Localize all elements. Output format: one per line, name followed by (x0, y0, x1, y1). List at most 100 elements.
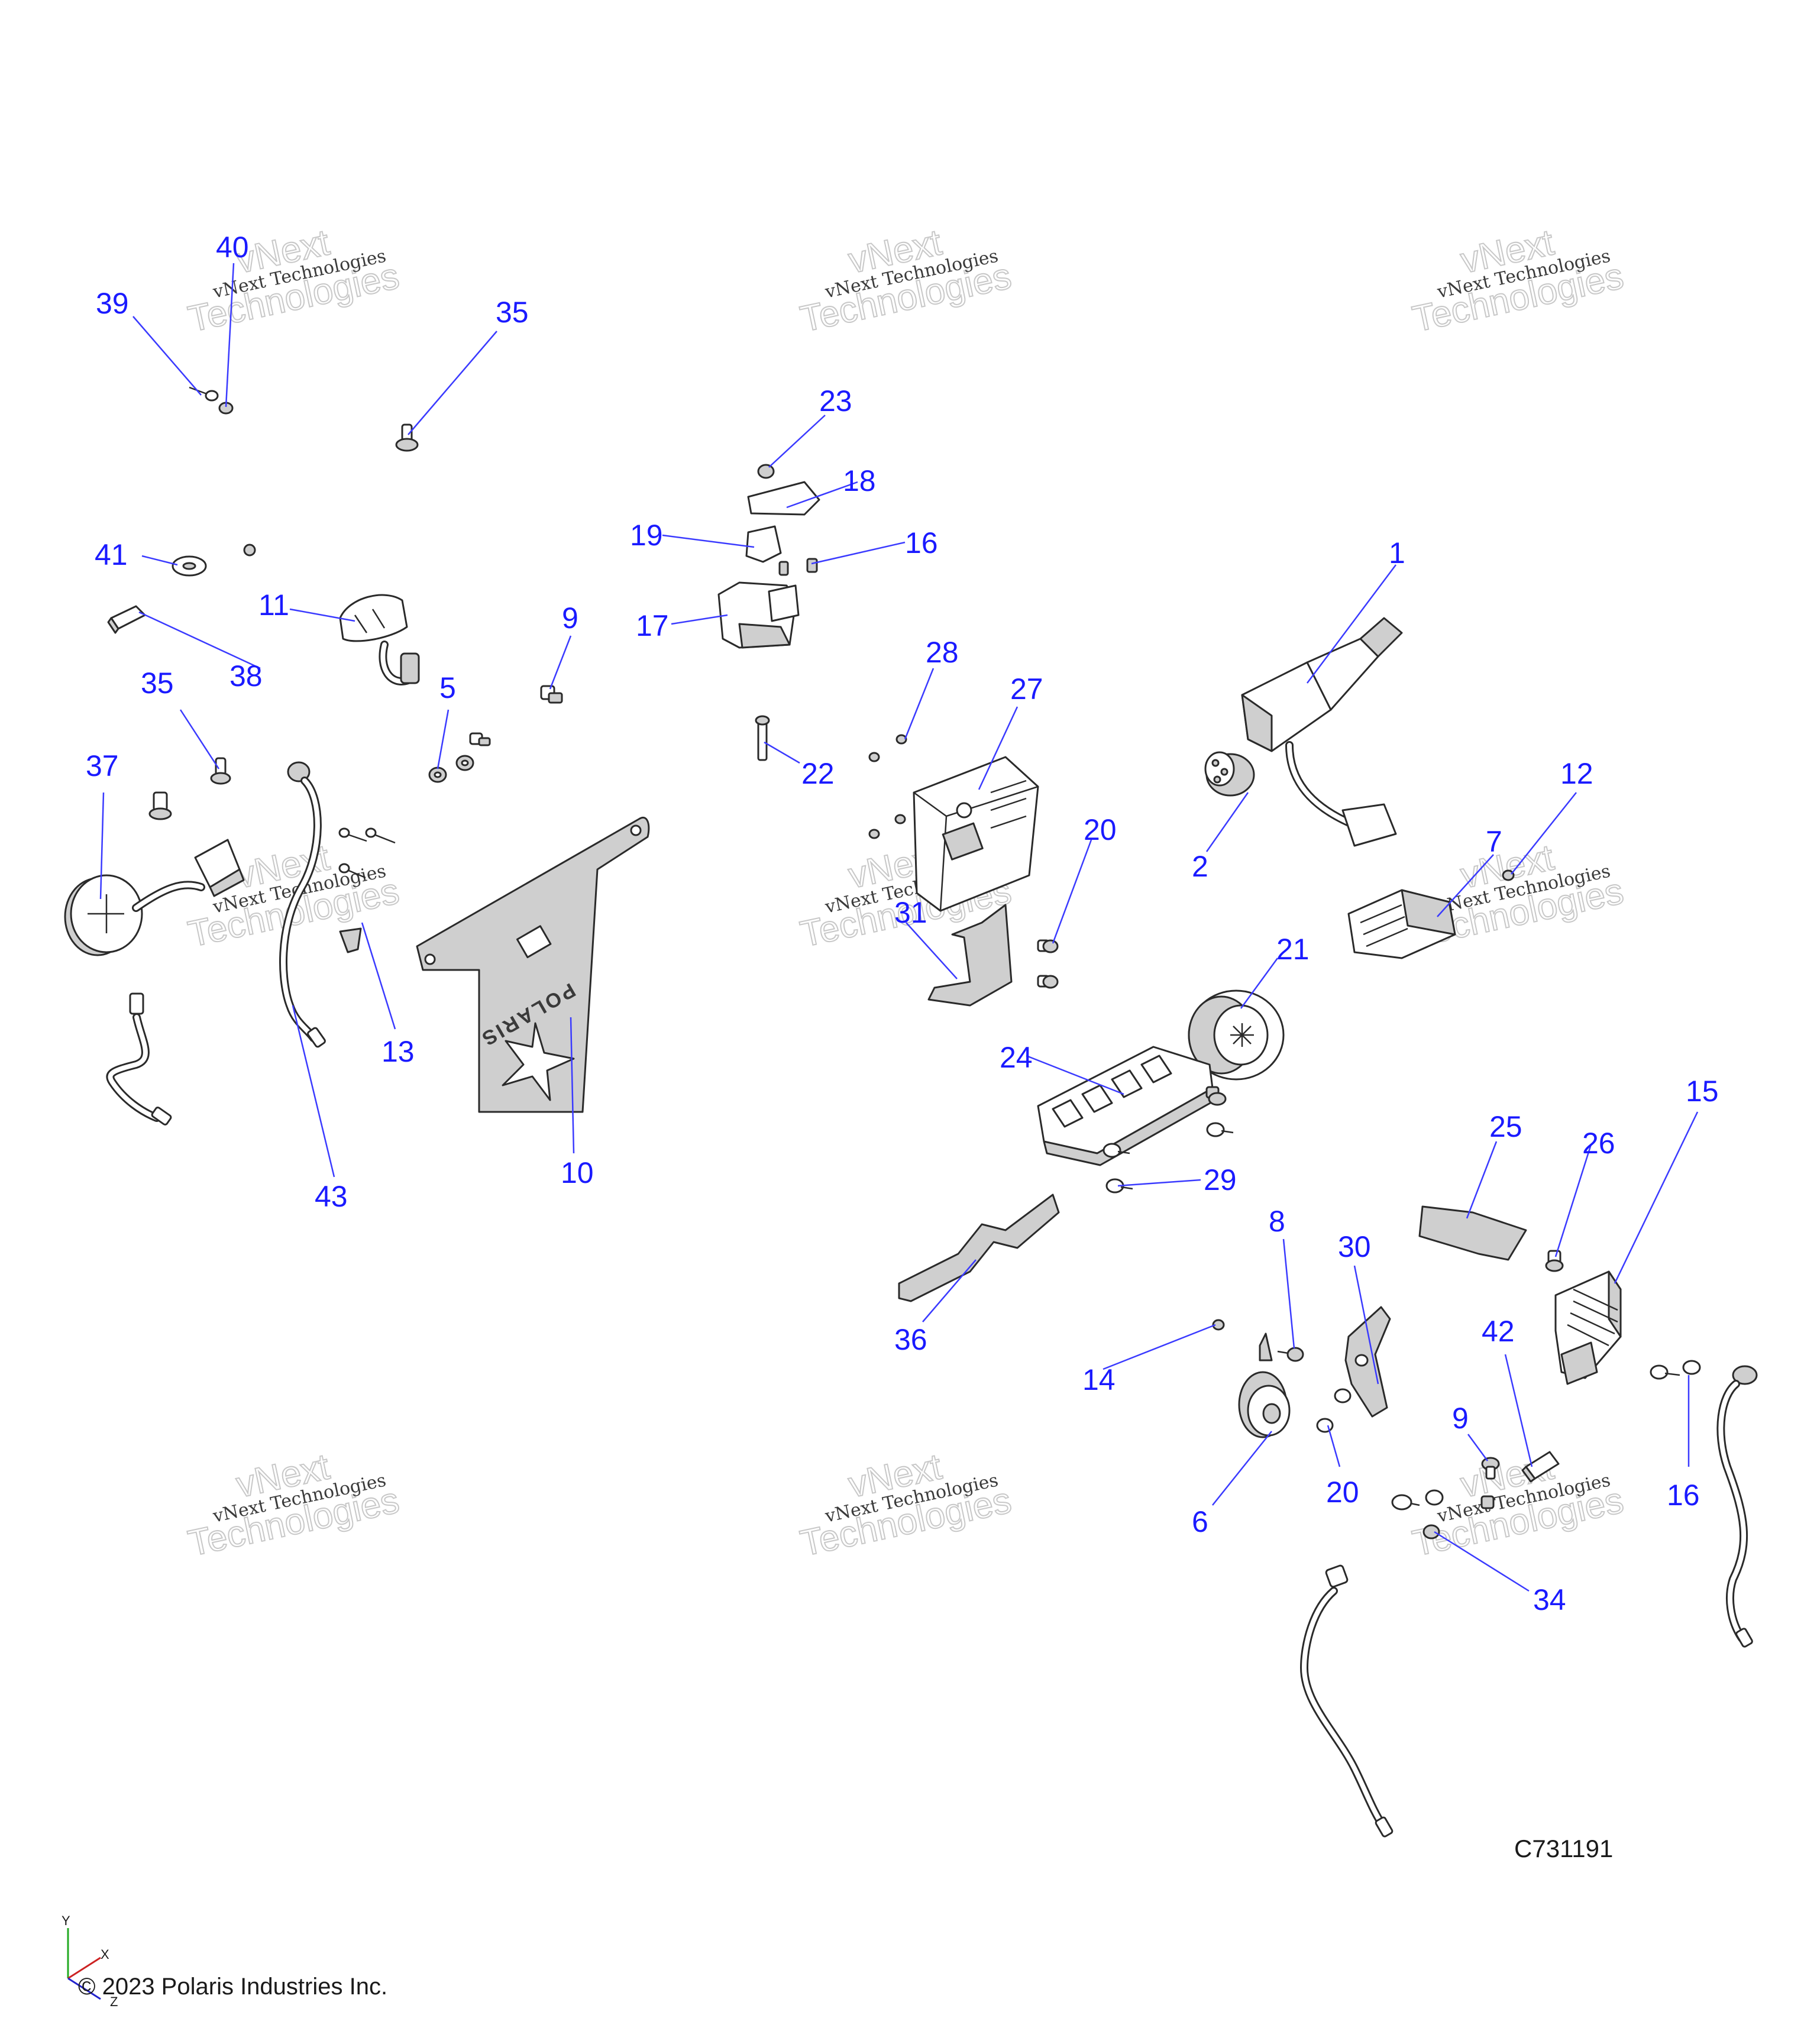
screws-28-icon (868, 734, 907, 839)
connector-38-icon (107, 605, 146, 634)
grommet-2-icon (1204, 751, 1255, 797)
callout-43: 43 (315, 1180, 348, 1213)
bolt-8-icon (1277, 1347, 1304, 1362)
clip-12-icon (1502, 869, 1515, 881)
callout-16-top: 16 (905, 526, 938, 559)
callout-14: 14 (1082, 1363, 1116, 1396)
callout-20-mid: 20 (1084, 813, 1117, 846)
callout-20-low: 20 (1326, 1476, 1359, 1509)
fasteners-low-icon (1391, 1489, 1495, 1540)
callout-11: 11 (258, 588, 289, 622)
copyright-text: © 2023 Polaris Industries Inc. (78, 1974, 387, 2000)
clip-icon (339, 927, 362, 953)
callout-26: 26 (1582, 1127, 1615, 1160)
sensor-wire-left-icon (106, 992, 172, 1126)
callout-5: 5 (439, 671, 456, 704)
watermarks: vNext Technologies vNext Technologies vN… (184, 221, 1627, 1564)
callout-2: 2 (1192, 850, 1208, 883)
bracket-36-icon (898, 1194, 1060, 1302)
callout-9-low: 9 (1452, 1402, 1469, 1435)
callout-18: 18 (843, 464, 876, 497)
callout-19: 19 (630, 519, 663, 552)
parts: POLARIS (64, 386, 1758, 1838)
callout-31: 31 (894, 896, 927, 929)
bolt-22-icon (755, 715, 770, 761)
bolt-26-icon (1545, 1250, 1564, 1272)
callout-41: 41 (95, 538, 128, 571)
callout-21: 21 (1276, 933, 1310, 966)
callout-34: 34 (1533, 1583, 1566, 1616)
connector-7-icon (1347, 889, 1456, 959)
relay-rail-24-icon (1037, 1046, 1227, 1166)
callout-10: 10 (561, 1156, 594, 1189)
cover-11-icon (339, 594, 420, 685)
callout-36: 36 (894, 1323, 927, 1356)
callout-28: 28 (926, 636, 959, 669)
callout-37: 37 (86, 749, 119, 782)
callout-9-top: 9 (562, 601, 578, 635)
horn-6-icon (1238, 1333, 1291, 1438)
callout-12: 12 (1560, 757, 1593, 790)
bracket-30-icon (1344, 1306, 1391, 1418)
fasteners-5-icon (428, 732, 491, 783)
axis-z-label: Z (110, 1994, 118, 2009)
leader-lines (99, 263, 1699, 1592)
watermark: vNext Technologies vNext Technologies (1408, 221, 1627, 340)
horn-21-icon (1188, 989, 1285, 1081)
bracket-25-icon (1418, 1205, 1527, 1261)
callout-15: 15 (1686, 1075, 1719, 1108)
axis-y-label: Y (62, 1913, 70, 1928)
bolts-16-right-icon (1650, 1360, 1701, 1380)
bolts-20-mid-icon (1037, 939, 1059, 989)
callout-24: 24 (1000, 1041, 1033, 1074)
axis-x-label: X (101, 1947, 109, 1962)
callouts: 1 2 5 6 7 8 9 9 10 11 12 13 14 15 16 16 … (86, 231, 1719, 1616)
bracket-31-icon (927, 904, 1013, 1007)
speaker-37-icon (64, 791, 245, 956)
callout-25: 25 (1489, 1110, 1522, 1143)
regulator-15-icon (1554, 1270, 1622, 1385)
sensor-wire-bottom-icon (1299, 1564, 1394, 1838)
callout-8: 8 (1269, 1205, 1285, 1238)
callout-16-right: 16 (1667, 1479, 1700, 1512)
callout-38: 38 (229, 659, 263, 693)
callout-22: 22 (801, 757, 835, 790)
bolt-35-top-icon (395, 423, 419, 452)
washer-41-icon (172, 555, 207, 577)
clip-14-icon (1212, 1319, 1225, 1331)
watermark: vNext Technologies vNext Technologies (184, 221, 403, 340)
callout-1: 1 (1389, 536, 1405, 570)
polaris-plate-10-icon: POLARIS (416, 817, 650, 1113)
callout-30: 30 (1338, 1230, 1371, 1263)
callout-23: 23 (819, 384, 852, 418)
relay-assembly-icon (717, 464, 820, 649)
bolts-20-low-icon (1316, 1388, 1352, 1433)
callout-27: 27 (1010, 672, 1043, 706)
bolt-9-low-icon (1481, 1457, 1500, 1480)
watermark: vNext Technologies vNext Technologies (796, 1445, 1015, 1564)
callout-39: 39 (96, 287, 129, 320)
callout-42: 42 (1482, 1315, 1515, 1348)
callout-29: 29 (1204, 1163, 1237, 1196)
diagram-code: C731191 (1514, 1835, 1613, 1862)
callout-40: 40 (216, 231, 249, 264)
sensor-wire-right-icon (1716, 1365, 1758, 1648)
callout-7: 7 (1486, 825, 1502, 858)
callout-35-left: 35 (141, 667, 174, 700)
screw-39-icon (189, 386, 219, 402)
nut-small-icon (243, 544, 256, 557)
screws-13-icon (338, 827, 396, 879)
switch-1-icon (1241, 617, 1403, 847)
bolt-9-top-icon (540, 685, 563, 704)
ecu-27-icon (913, 756, 1039, 912)
connector-42-icon (1521, 1451, 1560, 1483)
callout-35-top: 35 (496, 296, 529, 329)
axis-triad-icon: Y X Z (62, 1913, 118, 2009)
callout-6: 6 (1192, 1505, 1208, 1538)
watermark: vNext Technologies vNext Technologies (796, 221, 1015, 340)
callout-13: 13 (381, 1035, 415, 1068)
callout-17: 17 (636, 609, 669, 642)
bolt-35-left-icon (210, 757, 231, 785)
watermark: vNext Technologies vNext Technologies (184, 1445, 403, 1564)
